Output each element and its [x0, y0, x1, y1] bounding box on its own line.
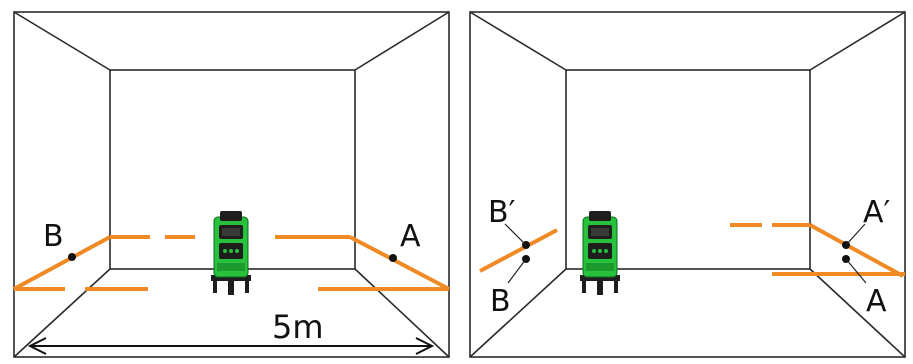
- laser-level-icon: [579, 210, 621, 296]
- left-room: B A 5m: [13, 11, 450, 358]
- right-laser-lines: [479, 223, 905, 278]
- distance-label: 5m: [272, 308, 324, 346]
- right-room-frame: [469, 11, 906, 358]
- point-b-prime-label: B′: [488, 195, 516, 230]
- point-a-label: A: [400, 219, 421, 254]
- left-laser-lines: [13, 235, 450, 291]
- laser-level-icon: [210, 210, 252, 296]
- right-room: B′ B A′ A: [469, 11, 906, 358]
- distance-arrow: [27, 337, 435, 355]
- left-room-frame: [13, 11, 450, 358]
- point-b-dot: [68, 253, 76, 261]
- point-b-label: B: [490, 284, 511, 319]
- point-a-dot: [389, 254, 397, 262]
- point-a-prime-label: A′: [863, 195, 891, 230]
- point-b-label: B: [43, 219, 64, 254]
- right-back-wall: [565, 69, 811, 270]
- point-a-label: A: [866, 284, 887, 319]
